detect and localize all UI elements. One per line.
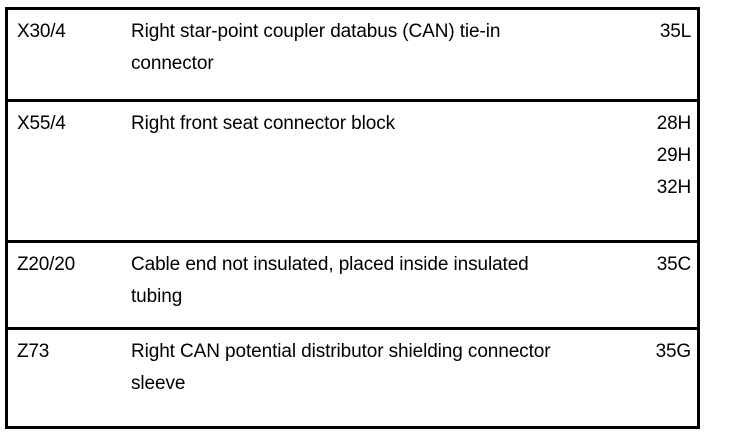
component-description-cell: Right front seat connector block bbox=[131, 108, 626, 140]
component-id-cell: X55/4 bbox=[17, 108, 127, 140]
component-description-cell: Cable end not insulated, placed inside i… bbox=[131, 249, 626, 313]
description-line: sleeve bbox=[131, 373, 186, 394]
location-code: 35G bbox=[655, 341, 692, 362]
description-line: Right front seat connector block bbox=[131, 113, 395, 134]
table-row: Z20/20 Cable end not insulated, placed i… bbox=[8, 240, 697, 327]
location-code: 35C bbox=[656, 254, 691, 275]
description-line: Right star-point coupler databus (CAN) t… bbox=[131, 21, 501, 42]
component-description-cell: Right CAN potential distributor shieldin… bbox=[131, 336, 626, 400]
location-code-cell: 35G bbox=[595, 336, 692, 368]
component-id-cell: Z73 bbox=[17, 336, 127, 368]
location-code-cell: 35L bbox=[595, 16, 691, 48]
component-id-cell: Z20/20 bbox=[17, 249, 127, 281]
component-description-cell: Right star-point coupler databus (CAN) t… bbox=[131, 16, 626, 80]
location-code: 32H bbox=[656, 177, 691, 198]
description-line: Cable end not insulated, placed inside i… bbox=[131, 254, 529, 275]
table-row: X55/4 Right front seat connector block 2… bbox=[8, 99, 697, 240]
component-id-text: Z73 bbox=[17, 341, 50, 362]
description-line: connector bbox=[131, 53, 214, 74]
location-code: 35L bbox=[659, 21, 691, 42]
location-code: 29H bbox=[656, 145, 691, 166]
component-id-text: X30/4 bbox=[17, 21, 66, 42]
table-row: X30/4 Right star-point coupler databus (… bbox=[8, 10, 697, 99]
description-line: tubing bbox=[131, 286, 183, 307]
location-code-cell: 35C bbox=[595, 249, 691, 281]
component-id-text: Z20/20 bbox=[17, 254, 75, 275]
description-line: Right CAN potential distributor shieldin… bbox=[131, 341, 551, 362]
component-id-cell: X30/4 bbox=[17, 16, 127, 48]
component-id-text: X55/4 bbox=[17, 113, 66, 134]
component-legend-table: X30/4 Right star-point coupler databus (… bbox=[5, 7, 700, 429]
location-code: 28H bbox=[656, 113, 691, 134]
table-row: Z73 Right CAN potential distributor shie… bbox=[8, 327, 697, 426]
location-code-cell: 28H 29H 32H bbox=[595, 108, 691, 204]
